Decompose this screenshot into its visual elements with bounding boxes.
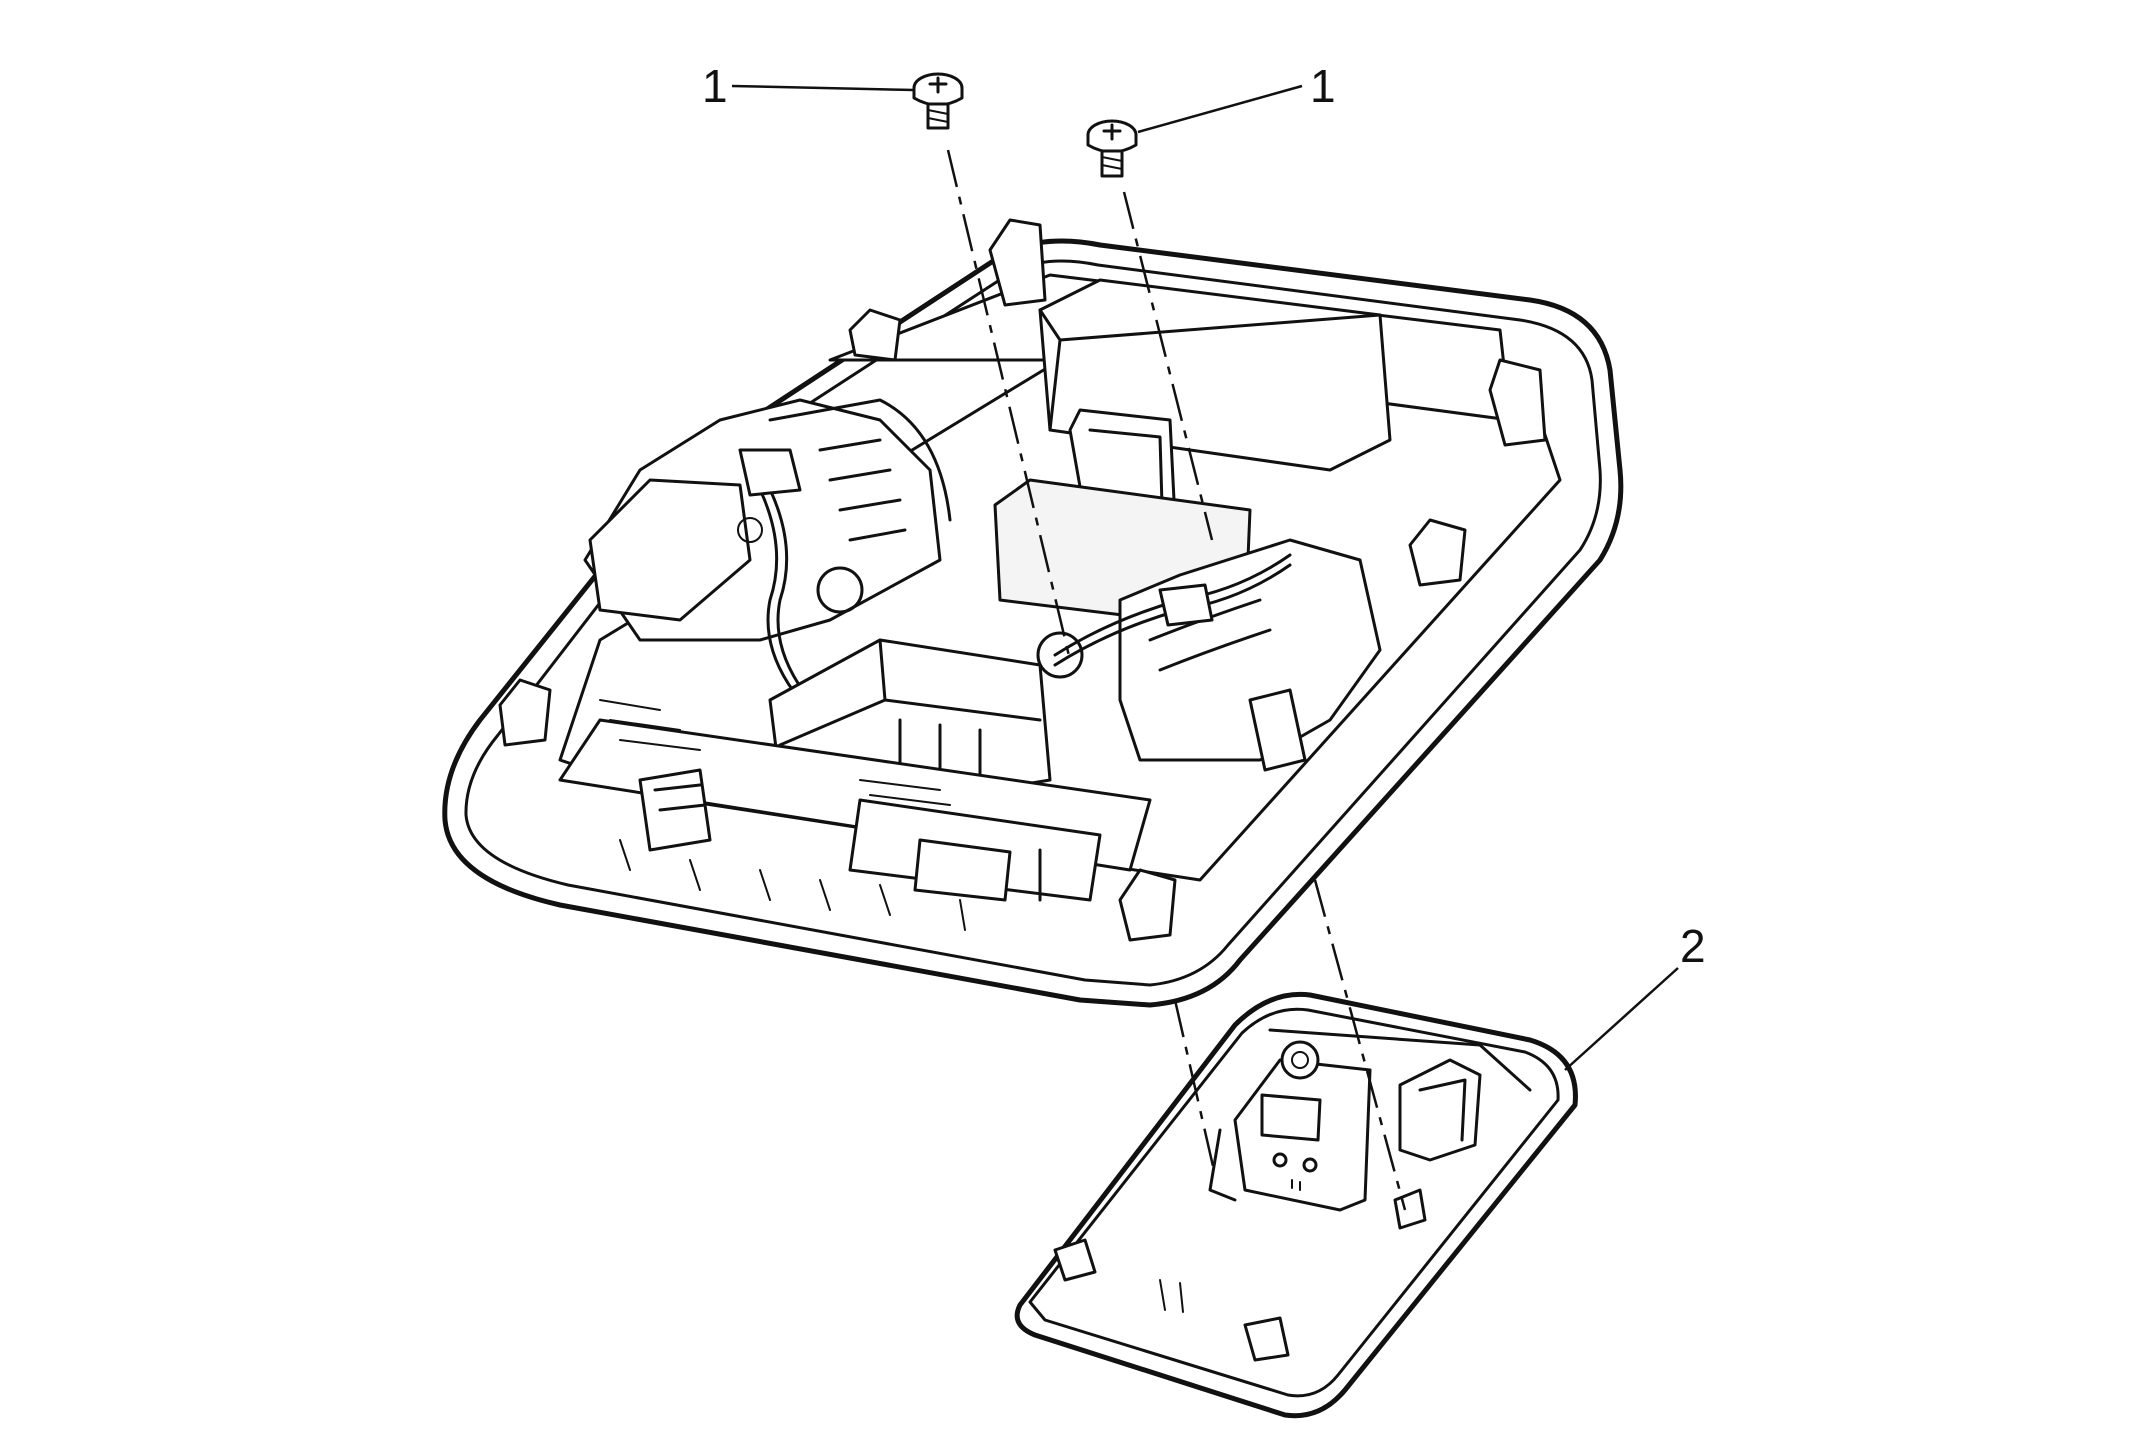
screw-left [912,72,964,130]
callout-label-screw-left: 1 [702,60,728,112]
lens-cover-left-axis [1173,999,1217,1176]
lens-cover-right-axis [1313,879,1407,1211]
callout-lens-cover: 2 [1564,920,1706,1071]
lens-cover [1014,991,1578,1419]
callout-label-lens-cover: 2 [1680,920,1706,972]
screw-right-axis [1122,191,1214,541]
callout-label-screw-right: 1 [1310,60,1336,112]
screw-left-axis [946,149,1072,661]
callout-screw-right: 1 [1137,60,1336,134]
screw-right [1086,119,1138,178]
callout-screw-left: 1 [702,60,915,112]
console-housing [442,218,1624,1008]
